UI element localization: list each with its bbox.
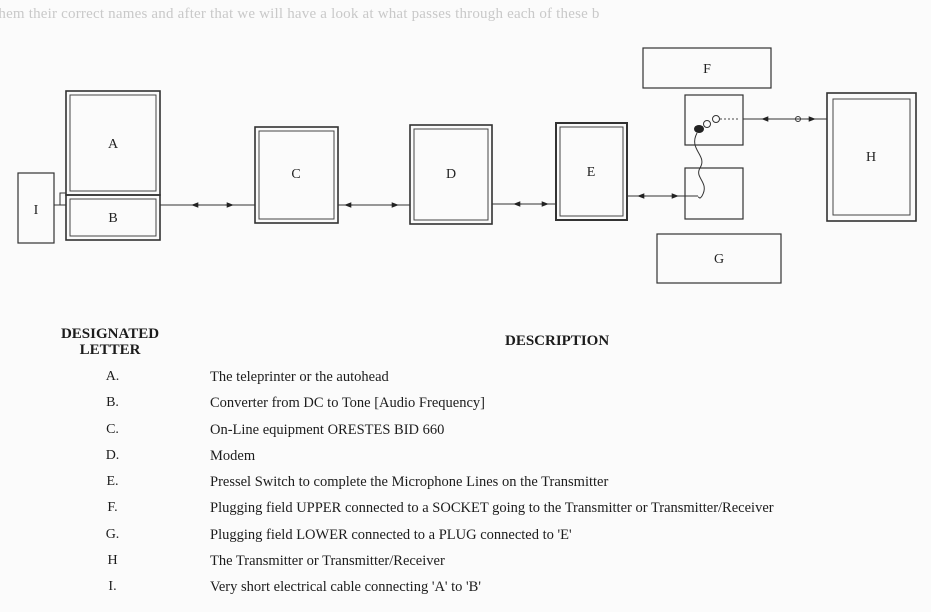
row-letter: F. xyxy=(107,500,118,516)
plugging-field-lower xyxy=(684,167,744,220)
box-i: I xyxy=(17,172,55,244)
box-e: E xyxy=(555,122,628,221)
label-c: C xyxy=(291,167,300,182)
row-description: Plugging field UPPER connected to a SOCK… xyxy=(210,500,774,517)
row-description: The teleprinter or the autohead xyxy=(210,369,389,385)
row-letter: H xyxy=(107,553,118,569)
table-row: I. Very short electrical cable connectin… xyxy=(0,579,931,605)
faded-top-text: them their correct names and after that … xyxy=(0,6,600,22)
row-letter: C. xyxy=(106,421,119,437)
row-letter: E. xyxy=(106,474,119,490)
box-g: G xyxy=(656,233,782,284)
box-c: C xyxy=(254,126,339,224)
box-f: F xyxy=(642,47,772,89)
table-row: D. Modem xyxy=(0,448,931,474)
label-e: E xyxy=(587,165,596,180)
box-d: D xyxy=(409,124,493,225)
row-description: Plugging field LOWER connected to a PLUG… xyxy=(210,526,572,543)
plug-cable xyxy=(694,132,705,199)
table-row: H The Transmitter or Transmitter/Receive… xyxy=(0,553,931,579)
row-description: Very short electrical cable connecting '… xyxy=(210,579,481,596)
label-d: D xyxy=(446,167,456,182)
label-f: F xyxy=(703,62,711,77)
box-a: A xyxy=(65,90,161,196)
row-letter: D. xyxy=(105,447,120,463)
row-letter: B. xyxy=(106,395,119,411)
legend-table: A. The teleprinter or the autohead B. Co… xyxy=(0,369,931,606)
table-row: B. Converter from DC to Tone [Audio Freq… xyxy=(0,395,931,421)
plug-icon xyxy=(694,115,720,133)
box-b: B xyxy=(65,194,161,241)
plugging-field-upper xyxy=(684,94,744,146)
header-designated-letter: DESIGNATED LETTER xyxy=(60,326,160,358)
block-diagram: A B I C D E F G H xyxy=(17,47,917,284)
row-description: The Transmitter or Transmitter/Receiver xyxy=(210,553,445,570)
label-h: H xyxy=(866,150,876,165)
row-description: Pressel Switch to complete the Microphon… xyxy=(210,474,609,491)
label-i: I xyxy=(34,203,39,218)
cable-i xyxy=(54,192,66,206)
row-letter: G. xyxy=(105,526,120,542)
table-row: E. Pressel Switch to complete the Microp… xyxy=(0,474,931,500)
label-a: A xyxy=(108,137,119,152)
table-row: G. Plugging field LOWER connected to a P… xyxy=(0,527,931,553)
label-b: B xyxy=(108,211,117,226)
label-g: G xyxy=(714,252,724,267)
row-letter: A. xyxy=(105,369,120,384)
header-description: DESCRIPTION xyxy=(505,333,610,349)
row-letter: I. xyxy=(108,579,117,595)
box-h: H xyxy=(826,92,917,222)
table-row: F. Plugging field UPPER connected to a S… xyxy=(0,500,931,526)
table-row: C. On-Line equipment ORESTES BID 660 xyxy=(0,422,931,448)
row-description: On-Line equipment ORESTES BID 660 xyxy=(210,421,445,438)
row-description: Modem xyxy=(210,447,256,464)
table-row: A. The teleprinter or the autohead xyxy=(0,369,931,395)
row-description: Converter from DC to Tone [Audio Frequen… xyxy=(210,395,485,412)
